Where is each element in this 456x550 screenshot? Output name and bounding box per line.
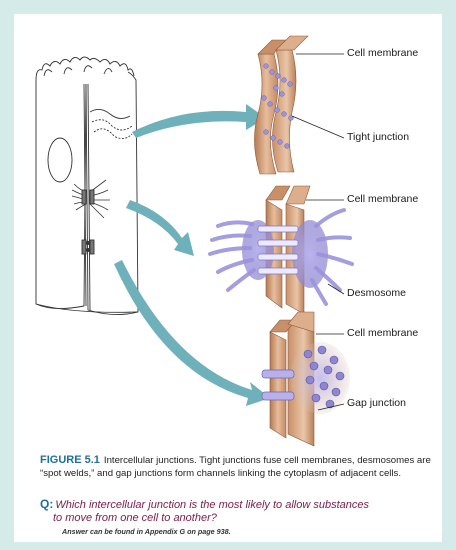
label-cell-membrane-bottom: Cell membrane (347, 327, 418, 339)
desmosome-closeup (210, 186, 352, 314)
label-desmosome: Desmosome (347, 287, 406, 299)
textbook-page: Cell membrane Tight junction Cell membra… (14, 14, 442, 542)
answer-note: Answer can be found in Appendix G on pag… (62, 527, 231, 536)
label-cell-membrane-top: Cell membrane (347, 47, 418, 59)
tight-junction-closeup (254, 36, 308, 174)
figure-number: FIGURE 5.1 (40, 454, 100, 466)
label-tight-junction: Tight junction (347, 131, 409, 143)
question-line-2: to move from one cell to another? (40, 512, 432, 525)
question-marker: Q: (40, 497, 53, 511)
label-gap-junction: Gap junction (347, 397, 406, 409)
review-question: Q:Which intercellular junction is the mo… (40, 498, 432, 525)
gap-junction-closeup (262, 312, 350, 446)
question-line-1: Which intercellular junction is the most… (55, 499, 369, 511)
junctions-figure: Cell membrane Tight junction Cell membra… (14, 14, 442, 452)
label-cell-membrane-middle: Cell membrane (347, 193, 418, 205)
junctions-illustration (14, 14, 442, 452)
